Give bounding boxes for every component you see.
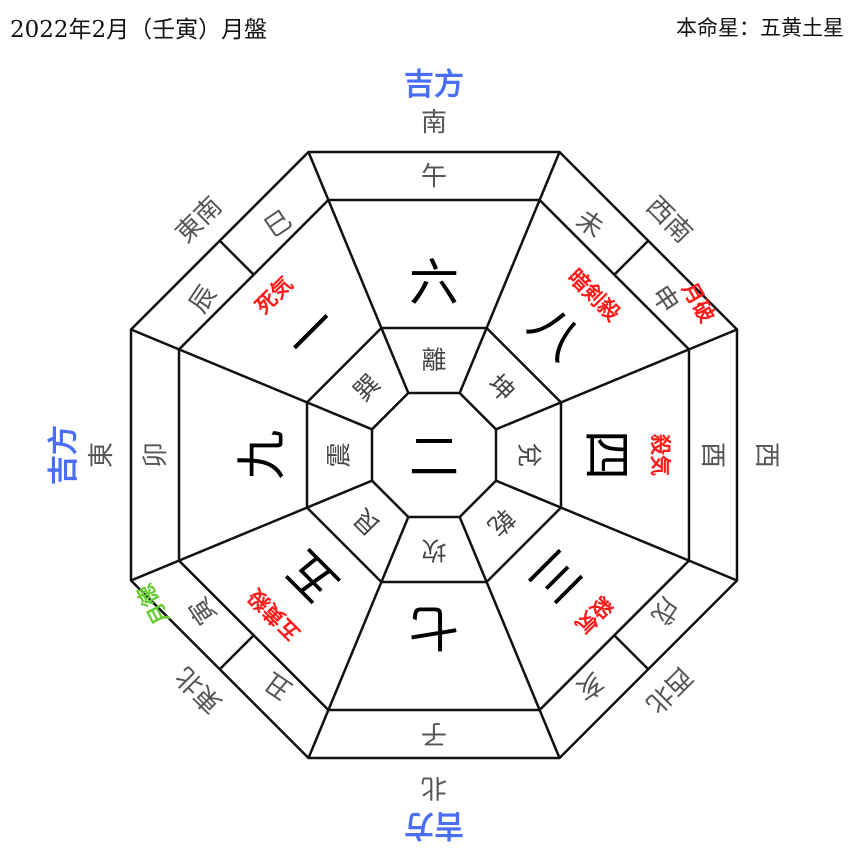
zodiac-label: 子 bbox=[421, 718, 447, 748]
sector-divider bbox=[130, 328, 373, 431]
star-number: 九 bbox=[233, 430, 291, 480]
zodiac-label: 巳 bbox=[259, 205, 297, 244]
fortune-mark: 殺気 bbox=[570, 591, 617, 638]
kichi-label: 吉方 bbox=[404, 808, 464, 843]
trigram-label: 坎 bbox=[421, 536, 446, 565]
sector-divider bbox=[307, 516, 410, 759]
chart-title: 2022年2月（壬寅）月盤 bbox=[10, 17, 268, 43]
zodiac-label: 亥 bbox=[570, 666, 608, 705]
sector-divider bbox=[458, 151, 561, 394]
sector-divider bbox=[458, 516, 561, 759]
direction-label: 東 bbox=[87, 442, 117, 468]
sector-divider bbox=[130, 479, 373, 582]
zodiac-label: 戌 bbox=[645, 591, 684, 629]
star-number: 八 bbox=[517, 295, 593, 371]
sector-divider bbox=[307, 151, 410, 394]
zodiac-label: 未 bbox=[570, 205, 608, 244]
zodiac-label: 丑 bbox=[259, 666, 297, 705]
zodiac-divider bbox=[218, 634, 255, 671]
board-labels: 南午六離吉方西南未申八坤暗剣殺月破西酉四兌殺気西北戌亥三乾殺気北子七坎吉方東北丑… bbox=[47, 68, 782, 843]
direction-label: 北 bbox=[421, 772, 447, 802]
trigram-label: 巽 bbox=[348, 369, 386, 407]
star-number: 四 bbox=[577, 430, 635, 480]
board-lines bbox=[129, 150, 739, 760]
trigram-label: 離 bbox=[421, 346, 446, 375]
zodiac-label: 辰 bbox=[184, 280, 223, 318]
sector-divider bbox=[495, 328, 738, 431]
direction-label: 南 bbox=[421, 108, 447, 138]
star-number: 七 bbox=[409, 598, 459, 656]
trigram-label: 震 bbox=[325, 442, 354, 467]
zodiac-label: 寅 bbox=[184, 591, 223, 629]
zodiac-divider bbox=[613, 239, 650, 276]
sector-divider bbox=[495, 479, 738, 582]
zodiac-label: 酉 bbox=[697, 442, 727, 468]
honmei-star: 本命星：五黄土星 bbox=[676, 16, 844, 40]
trigram-label: 乾 bbox=[482, 503, 520, 541]
fortune-mark: 殺気 bbox=[648, 433, 672, 476]
zodiac-label: 卯 bbox=[141, 442, 171, 468]
trigram-label: 兌 bbox=[515, 442, 544, 467]
zodiac-label: 申 bbox=[645, 280, 684, 318]
kichi-label: 吉方 bbox=[47, 425, 82, 485]
zodiac-divider bbox=[613, 634, 650, 671]
trigram-label: 坤 bbox=[482, 369, 520, 407]
direction-label: 西 bbox=[751, 442, 781, 468]
kichi-label: 吉方 bbox=[404, 68, 464, 103]
trigram-label: 艮 bbox=[348, 503, 386, 541]
star-number: 三 bbox=[517, 538, 593, 614]
fortune-mark: 死気 bbox=[251, 272, 298, 319]
star-number: 六 bbox=[409, 254, 459, 312]
center-star: 二 bbox=[409, 428, 459, 486]
zodiac-label: 午 bbox=[421, 162, 447, 192]
star-number: 五 bbox=[274, 538, 350, 614]
star-number: 一 bbox=[274, 295, 350, 371]
zodiac-divider bbox=[218, 239, 255, 276]
